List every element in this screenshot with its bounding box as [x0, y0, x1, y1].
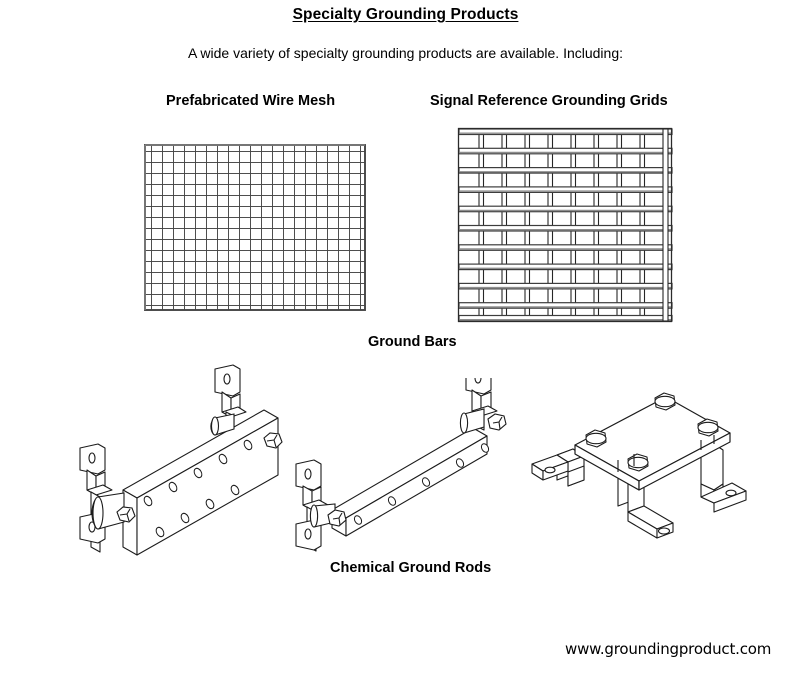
ground-bar-slim-figure	[288, 361, 523, 568]
page-title-text: Specialty Grounding Products	[292, 6, 519, 23]
section-heading-grounding-grids: Signal Reference Grounding Grids	[430, 93, 668, 109]
wire-mesh-svg	[144, 144, 366, 311]
ground-bar-wall-svg	[79, 364, 283, 556]
intro-paragraph: A wide variety of specialty grounding pr…	[187, 45, 624, 61]
grounding-grid-svg	[457, 127, 673, 323]
wire-mesh-figure	[140, 140, 370, 320]
ground-bar-slim-svg	[295, 361, 507, 552]
section-heading-chemical-ground-rods: Chemical Ground Rods	[330, 560, 492, 576]
grounding-grid-figure	[455, 125, 677, 332]
section-heading-wire-mesh: Prefabricated Wire Mesh	[166, 93, 336, 109]
footer-website-url: www.groundingproduct.com	[565, 640, 772, 658]
section-heading-ground-bars: Ground Bars	[368, 334, 457, 350]
ground-plate-figure	[518, 388, 753, 568]
ground-plate-svg	[531, 392, 747, 539]
ground-bar-wall-figure	[68, 362, 303, 567]
page-title: Specialty Grounding Products	[0, 6, 811, 24]
